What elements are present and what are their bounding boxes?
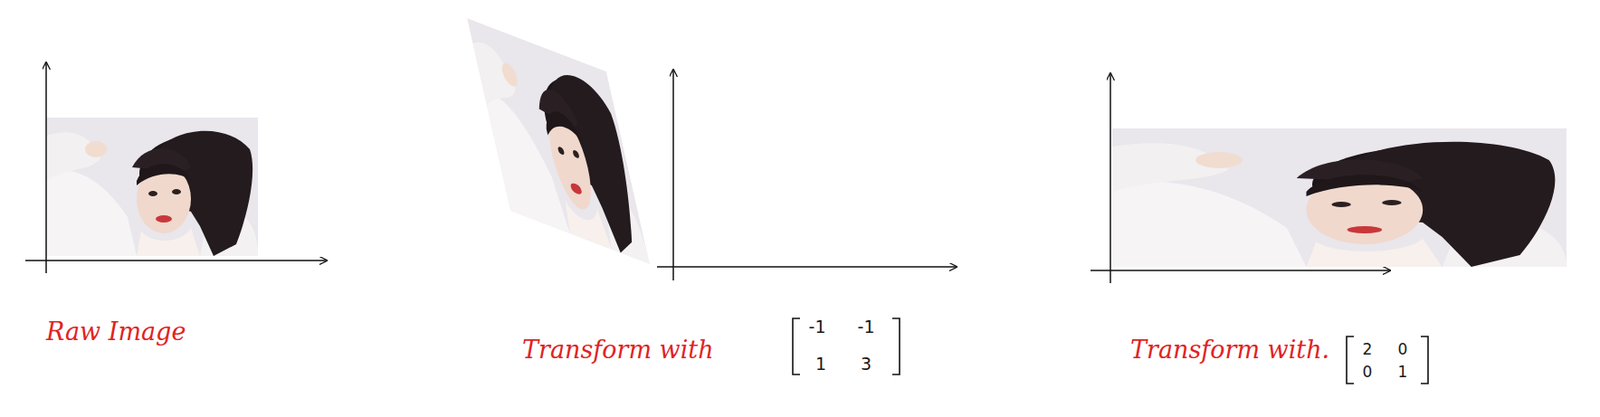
panel-caption: Transform with bbox=[522, 336, 715, 364]
matrix-entry: 0 bbox=[1398, 341, 1409, 359]
panel-caption: Raw Image bbox=[46, 318, 186, 346]
matrix-entry: 1 bbox=[1398, 363, 1409, 381]
matrix-entry: 3 bbox=[860, 354, 872, 374]
matrix-entry: 2 bbox=[1362, 341, 1373, 359]
matrix-entry: 1 bbox=[815, 354, 827, 374]
matrix-entry: -1 bbox=[809, 317, 827, 337]
panel-caption: Transform with. bbox=[1130, 336, 1330, 364]
matrix-entry: 0 bbox=[1362, 363, 1373, 381]
matrix-entry: -1 bbox=[857, 317, 876, 337]
